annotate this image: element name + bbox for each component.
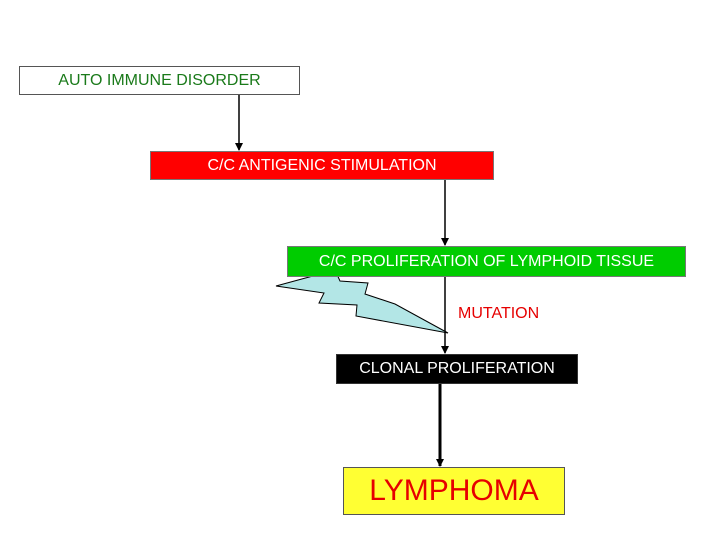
node-antigenic-stimulation: C/C ANTIGENIC STIMULATION	[150, 151, 494, 180]
node-autoimmune-label: AUTO IMMUNE DISORDER	[58, 71, 261, 89]
node-proliferation-label: C/C PROLIFERATION OF LYMPHOID TISSUE	[318, 252, 655, 270]
mutation-label: MUTATION	[458, 305, 540, 322]
node-lymphoid-proliferation: C/C PROLIFERATION OF LYMPHOID TISSUE	[287, 246, 686, 277]
node-autoimmune-disorder: AUTO IMMUNE DISORDER	[19, 66, 300, 95]
node-clonal-proliferation: CLONAL PROLIFERATION	[336, 354, 578, 384]
node-clonal-label: CLONAL PROLIFERATION	[359, 360, 555, 377]
node-lymphoma-label: LYMPHOMA	[369, 474, 539, 507]
node-lymphoma: LYMPHOMA	[343, 467, 565, 515]
lightning-bolt-icon	[275, 269, 449, 334]
node-antigenic-label: C/C ANTIGENIC STIMULATION	[207, 156, 437, 174]
